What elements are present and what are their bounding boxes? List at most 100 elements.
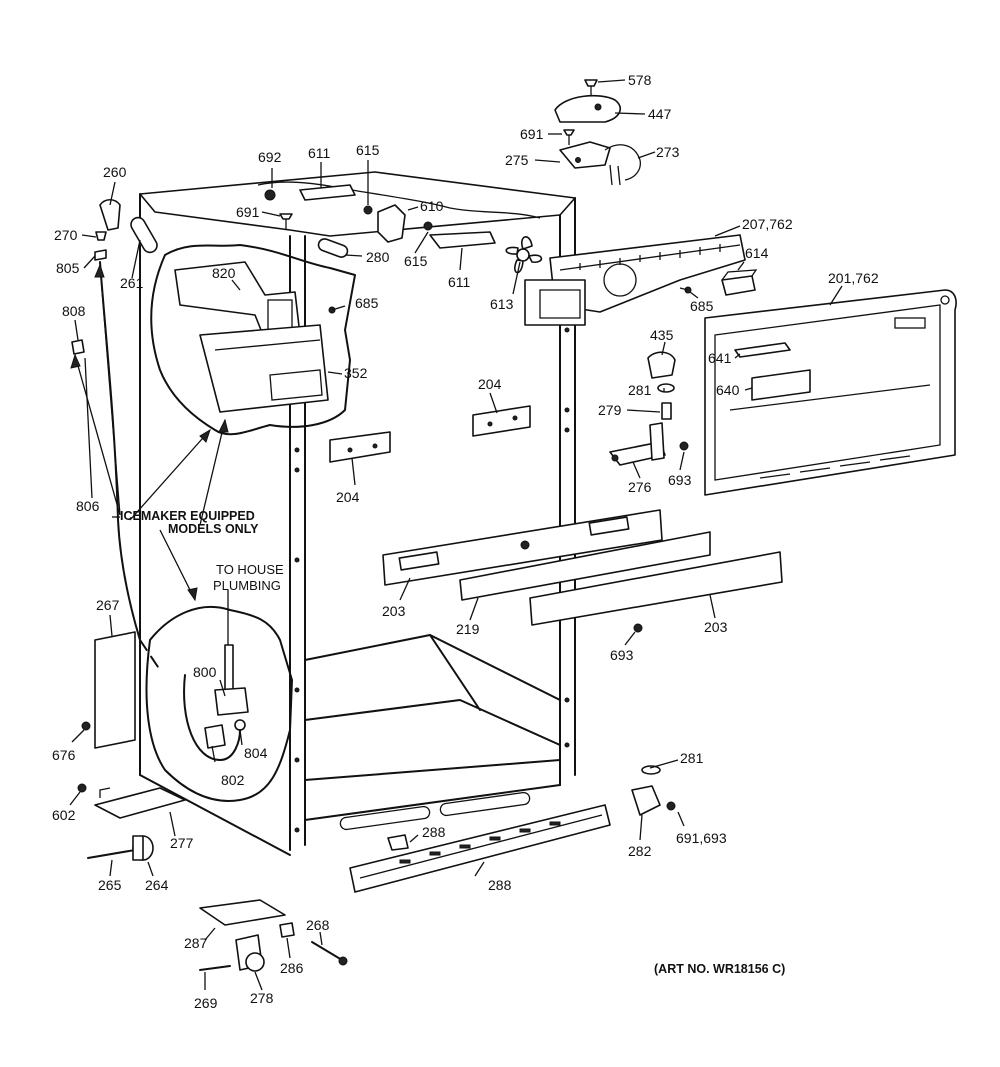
callout-691-693: 691,693: [676, 830, 727, 846]
screw-693-mullion: [633, 623, 643, 633]
callout-280: 280: [366, 249, 390, 265]
plumbing-tube: [183, 674, 241, 761]
callout-260: 260: [103, 164, 127, 180]
bracket-611-mid: [429, 231, 496, 249]
callout-352: 352: [344, 365, 368, 381]
leveling-plate-287: [199, 899, 286, 926]
roller-278: [235, 934, 265, 972]
callout-267: 267: [96, 597, 120, 613]
screw-578: [584, 79, 598, 96]
screw-691-top: [563, 129, 575, 145]
callout-804: 804: [244, 745, 268, 761]
light-socket-435: [647, 351, 676, 379]
clamp-802: [204, 724, 226, 749]
screw-685-left: [328, 305, 346, 314]
callout-691-mid: 691: [236, 204, 260, 220]
callout-279: 279: [598, 402, 622, 418]
callout-261: 261: [120, 275, 144, 291]
callout-615: 615: [356, 142, 380, 158]
callout-808: 808: [62, 303, 86, 319]
callout-435: 435: [650, 327, 674, 343]
callout-602: 602: [52, 807, 76, 823]
mullion-203-front: [382, 509, 663, 586]
callout-287: 287: [184, 935, 208, 951]
callout-219: 219: [456, 621, 480, 637]
fan-blade: [505, 236, 543, 274]
callout-203-left: 203: [382, 603, 406, 619]
callout-610: 610: [420, 198, 444, 214]
sleeve-805: [94, 249, 107, 261]
tube-261: [130, 216, 158, 254]
nut-270: [95, 231, 107, 241]
note-arrowheads: [70, 263, 229, 602]
part-614: [721, 269, 758, 296]
evaporator-fan-shroud: [524, 234, 746, 326]
screw-691-693-bottom: [666, 801, 676, 811]
plumbing-cutaway-outline: [145, 605, 293, 802]
callout-800: 800: [193, 664, 217, 680]
callout-282: 282: [628, 843, 652, 859]
callout-611-mid: 611: [448, 274, 471, 290]
part-640: [751, 369, 811, 401]
callout-273: 273: [656, 144, 680, 160]
top-cutaway-outline: [257, 181, 541, 219]
callout-288-clip: 288: [422, 824, 446, 840]
callout-640: 640: [716, 382, 740, 398]
callout-268: 268: [306, 917, 330, 933]
callout-805: 805: [56, 260, 80, 276]
thermostat-cover: [554, 94, 621, 123]
callout-692: 692: [258, 149, 282, 165]
callout-802: 802: [221, 772, 245, 788]
callout-276: 276: [628, 479, 652, 495]
notes: ICEMAKER EQUIPPED MODELS ONLY TO HOUSE P…: [120, 509, 785, 976]
callout-281-bottom: 281: [680, 750, 704, 766]
callout-270: 270: [54, 227, 78, 243]
part-279: [661, 402, 672, 420]
washer-281-top: [657, 383, 675, 393]
callout-275: 275: [505, 152, 529, 168]
clip-288: [387, 834, 409, 851]
grille-288: [349, 804, 611, 893]
washer-281-bottom: [641, 765, 661, 775]
callout-281-top: 281: [628, 382, 652, 398]
callout-447: 447: [648, 106, 672, 122]
callout-691: 691: [520, 126, 544, 142]
mullion-203-rear: [529, 551, 783, 626]
water-fitting-260: [99, 198, 121, 231]
callout-820: 820: [212, 265, 236, 281]
screw-602: [77, 783, 87, 793]
callout-806: 806: [76, 498, 100, 514]
callout-204-left: 204: [336, 489, 360, 505]
pin-269: [199, 965, 231, 971]
screw-691-mid: [279, 213, 293, 230]
icemaker-note-line2: MODELS ONLY: [168, 522, 259, 536]
callout-277: 277: [170, 835, 194, 851]
bracket-204-right: [472, 405, 531, 437]
callout-578: 578: [628, 72, 652, 88]
roller-264: [132, 835, 154, 861]
callout-288-grille: 288: [488, 877, 512, 893]
callout-615-mid: 615: [404, 253, 428, 269]
control-610: [363, 204, 433, 243]
leader-lines: [69, 79, 843, 991]
cabinet-body: [139, 171, 576, 856]
tube-280: [317, 238, 349, 258]
water-valve-800: [214, 644, 249, 716]
screw-676: [81, 721, 91, 731]
callout-613: 613: [490, 296, 514, 312]
callout-693-mullion: 693: [610, 647, 634, 663]
hinge-276: [609, 422, 666, 466]
callout-203-right: 203: [704, 619, 728, 635]
plumbing-note-line1: TO HOUSE: [216, 562, 284, 577]
bracket-204-left: [329, 431, 391, 463]
ice-bucket-352: [199, 324, 329, 413]
screw-693-hinge: [679, 441, 689, 451]
callout-265: 265: [98, 877, 122, 893]
callout-693-hinge: 693: [668, 472, 692, 488]
grommet-808: [71, 339, 85, 355]
callout-676: 676: [52, 747, 76, 763]
callout-207-762: 207,762: [742, 216, 793, 232]
callout-269: 269: [194, 995, 218, 1011]
hinge-282: [631, 785, 661, 816]
